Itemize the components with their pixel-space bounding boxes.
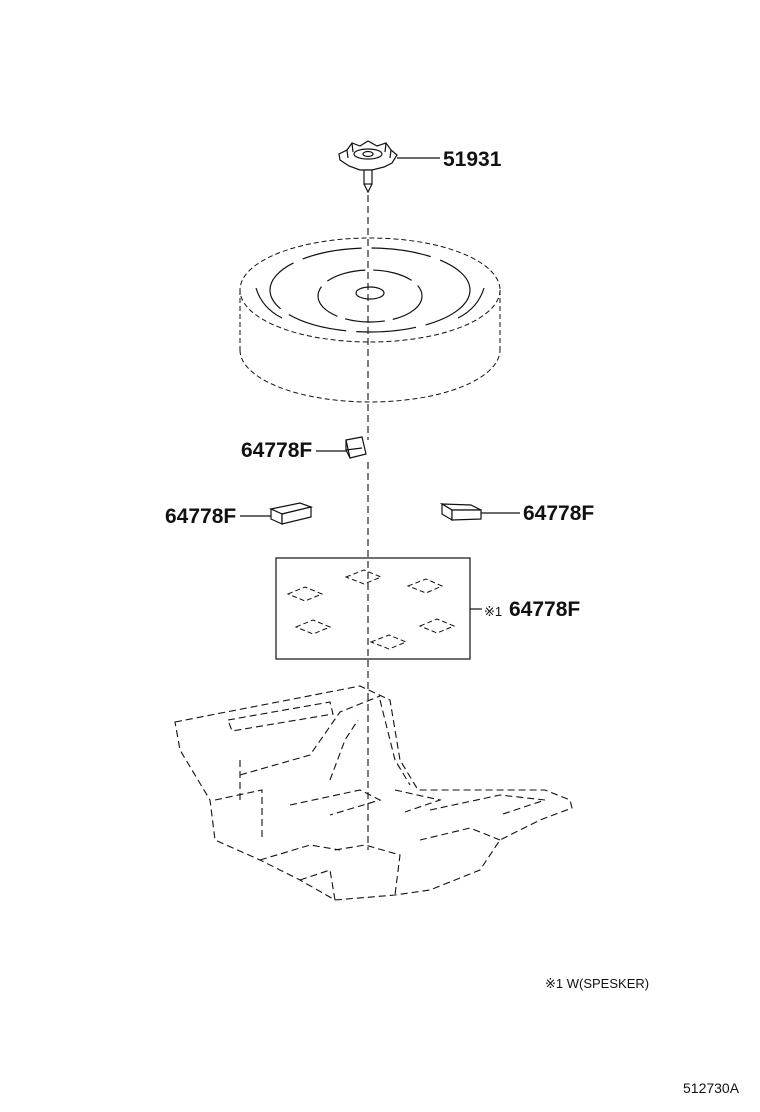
floor-pan-icon <box>174 685 573 901</box>
spacer-right-icon[interactable] <box>439 502 482 522</box>
spacer-set-box[interactable] <box>275 557 471 660</box>
spare-tire-icon <box>239 237 501 403</box>
part-number-spacer-left[interactable]: 64778F <box>165 505 236 528</box>
part-number-spacer-set[interactable]: 64778F <box>509 598 580 621</box>
part-number-51931[interactable]: 51931 <box>443 148 502 171</box>
note-marker: ※1 <box>484 604 502 619</box>
diagram-reference: 512730A <box>683 1080 740 1096</box>
spacer-left-icon[interactable] <box>269 502 314 525</box>
clamp-bolt-icon[interactable] <box>338 140 398 194</box>
spacer-upper-icon[interactable] <box>345 436 367 459</box>
part-number-spacer-right[interactable]: 64778F <box>523 502 594 525</box>
part-number-spacer-upper[interactable]: 64778F <box>241 439 312 462</box>
footnote: ※1 W(SPESKER) <box>545 976 649 991</box>
